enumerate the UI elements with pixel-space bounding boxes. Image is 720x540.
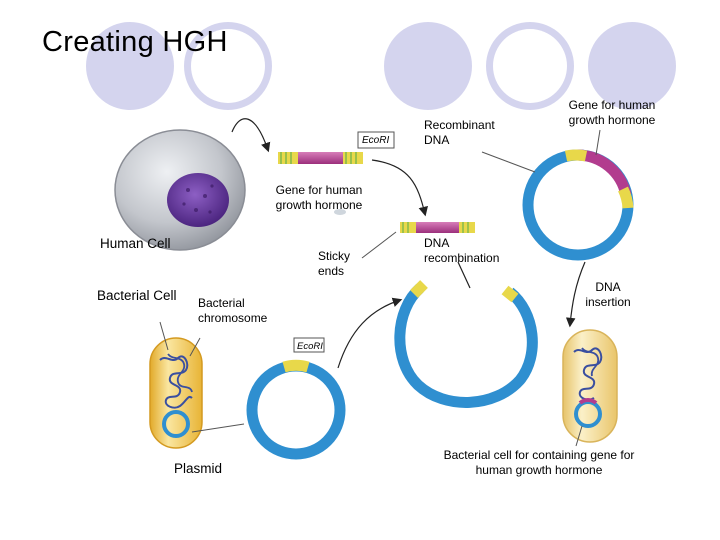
human-cell-label: Human Cell [100,236,171,251]
bacterium-left [149,321,203,449]
intact-plasmid [191,337,346,460]
arrow-open-to-recombination [457,261,471,289]
recombinant-dna-label: Recombinant DNA [424,118,495,147]
plasmid-label: Plasmid [174,461,223,476]
ecori-tag-top [357,131,395,149]
page-title: Creating HGH [42,26,228,58]
open-plasmid [394,280,538,408]
arrow-dna-to-recombination [371,159,428,217]
top-dna-segment [278,152,363,164]
human-cell [114,129,246,251]
dna-insertion-label: DNA insertion [585,280,631,309]
arrow-cell-to-dna [231,118,271,153]
result-cell-label: Bacterial cell for containing gene for h… [443,448,635,477]
bacterium-right [562,329,618,447]
ecori-label-top: EcoRI [362,135,390,146]
decorative-circles [86,22,676,110]
arrow-plasmid-to-open [337,297,403,369]
dna-recombination-label: DNA recombination [424,236,500,265]
middle-dna-segment [400,222,475,233]
gene-marker [334,209,346,215]
gene-middle-label: Gene for human growth hormone [275,183,363,212]
bacterial-cell-label: Bacterial Cell [97,288,177,303]
sticky-ends-pointer [361,231,397,259]
sticky-ends-label: Sticky ends [318,249,351,278]
ecori-label-plasmid: EcoRI [297,341,323,352]
gene-top-right-label: Gene for human growth hormone [568,98,656,127]
arrow-dna-insertion [565,261,586,328]
recombinant-plasmid [481,129,634,261]
bacterial-chromosome-label: Bacterial chromosome [198,296,268,325]
